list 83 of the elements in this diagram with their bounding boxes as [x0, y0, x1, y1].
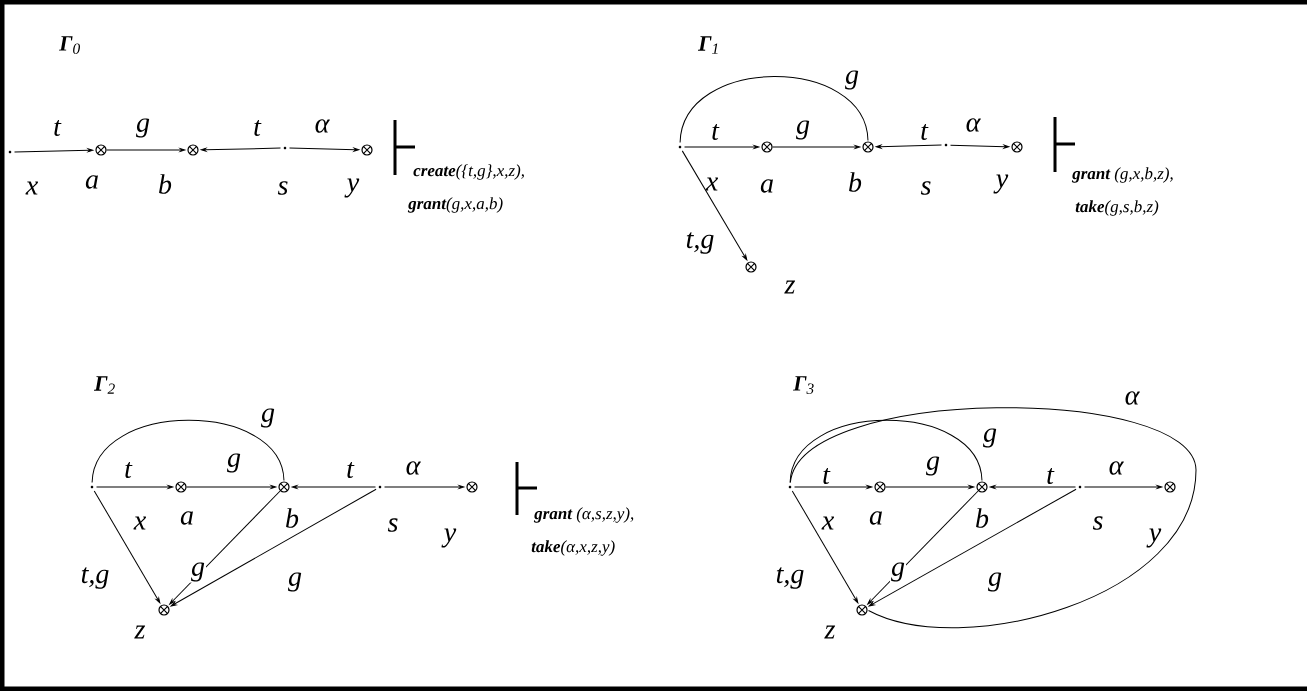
vertex-label: b — [976, 508, 989, 528]
rule-text: take(α,x,z,y) — [531, 540, 615, 556]
edge-label: g — [136, 118, 150, 138]
vertex-label: y — [993, 174, 1009, 194]
arrow — [791, 490, 859, 604]
arrow — [106, 148, 186, 152]
edge-label: g — [288, 572, 302, 592]
vertex-label: x — [821, 516, 834, 530]
arrow — [989, 485, 1076, 489]
arrow — [1084, 485, 1163, 489]
edge-label: g — [983, 428, 997, 448]
edge-label: t — [254, 120, 262, 136]
edge-label: α — [1109, 461, 1124, 475]
vertex-label: s — [277, 181, 288, 195]
edge-label: t — [712, 124, 720, 140]
edge-label: t — [921, 124, 929, 140]
vertex-label: y — [1146, 528, 1162, 548]
edge-label: g — [191, 562, 205, 582]
arrow — [772, 145, 861, 149]
edge-label: g — [845, 70, 859, 90]
vertex-label: s — [920, 181, 931, 195]
vertex-label: z — [134, 625, 146, 639]
vertex-label: a — [760, 179, 773, 193]
rule-text: grant(g,x,a,b) — [407, 197, 503, 213]
graph-title: Γ$_{0}$ — [59, 36, 80, 54]
graph-title: Γ$_{2}$ — [94, 376, 115, 394]
vertex-label: z — [824, 625, 836, 639]
arrow — [93, 490, 161, 604]
edge-label: t — [347, 462, 355, 478]
arrow — [170, 488, 377, 607]
edge-label: g — [227, 453, 241, 473]
edge-label: α — [1125, 391, 1140, 405]
vertex-label: b — [849, 172, 862, 192]
arrow — [868, 488, 1077, 607]
edge-label: t — [54, 120, 62, 136]
edge-label: t — [125, 462, 133, 478]
vertex-label: s — [1092, 516, 1103, 530]
arrow — [289, 147, 360, 152]
edge-label: t,g — [686, 232, 714, 254]
edge-label: g — [261, 408, 275, 428]
vertex-label: s — [387, 518, 398, 532]
arrow — [14, 148, 94, 153]
edge-label: g — [926, 456, 940, 476]
arrow — [681, 150, 748, 261]
arrow — [96, 485, 174, 489]
arrow — [186, 485, 277, 489]
graph-title: Γ$_{3}$ — [793, 376, 814, 394]
arrow — [684, 145, 760, 149]
vertex-label: x — [133, 516, 146, 530]
edge-label: t — [1047, 468, 1055, 484]
arrow — [291, 485, 376, 489]
vertex-label: b — [286, 508, 299, 528]
rule-text: grant (α,s,z,y), — [533, 507, 634, 523]
vertex-label: x — [705, 177, 718, 191]
vertex-label: a — [85, 175, 98, 189]
graph-title: Γ$_{1}$ — [698, 36, 718, 54]
arrow — [950, 144, 1010, 149]
arrow — [169, 490, 281, 605]
arrow — [200, 147, 281, 152]
edge-label: t,g — [776, 567, 804, 589]
vertex-label: z — [784, 280, 796, 294]
edge-label: g — [988, 572, 1002, 592]
vertex-label: a — [869, 511, 882, 525]
edge-label: g — [796, 120, 810, 140]
edge-label: t,g — [81, 567, 109, 589]
arrow — [384, 485, 465, 489]
vertex-label: x — [25, 181, 38, 195]
arrow — [875, 144, 942, 149]
edge-label: α — [966, 118, 981, 132]
arrow — [885, 485, 975, 489]
rule-text: create({t,g},x,z), — [413, 164, 524, 180]
arrow — [794, 485, 873, 489]
arrow — [867, 490, 979, 605]
vertex-label: a — [180, 511, 193, 525]
edge-label: α — [406, 461, 421, 475]
edge-label: α — [315, 119, 330, 133]
rule-text: grant (g,x,b,z), — [1071, 167, 1173, 183]
vertex-label: b — [159, 174, 172, 194]
rule-text: take(g,s,b,z) — [1075, 200, 1159, 216]
edge-label: g — [891, 562, 905, 582]
edge-label: t — [823, 468, 831, 484]
vertex-label: y — [441, 528, 457, 548]
vertex-label: y — [344, 178, 360, 198]
